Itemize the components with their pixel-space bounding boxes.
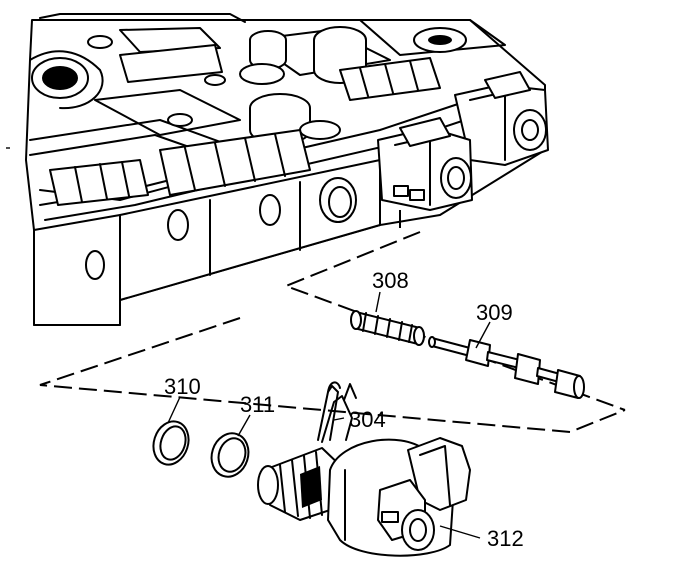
callout-311: 311 bbox=[240, 392, 275, 417]
valve-body bbox=[6, 13, 549, 326]
valve-309 bbox=[428, 336, 585, 399]
assembly-guide-lines bbox=[39, 210, 626, 434]
seal-ring-310 bbox=[152, 420, 190, 466]
valve-body-front-face bbox=[33, 159, 381, 326]
solenoid-312 bbox=[257, 437, 471, 557]
leader-lines bbox=[167, 291, 491, 539]
callout-310: 310 bbox=[164, 374, 201, 399]
spring-308 bbox=[350, 310, 425, 346]
retainer-clip-304 bbox=[317, 381, 357, 443]
valve-body-bores bbox=[49, 44, 441, 206]
seal-ring-311 bbox=[210, 432, 250, 478]
callout-308: 308 bbox=[372, 268, 409, 293]
installed-solenoids bbox=[377, 71, 549, 211]
callout-309: 309 bbox=[476, 300, 513, 325]
callout-304: 304 bbox=[349, 407, 386, 432]
callout-312: 312 bbox=[487, 526, 524, 551]
